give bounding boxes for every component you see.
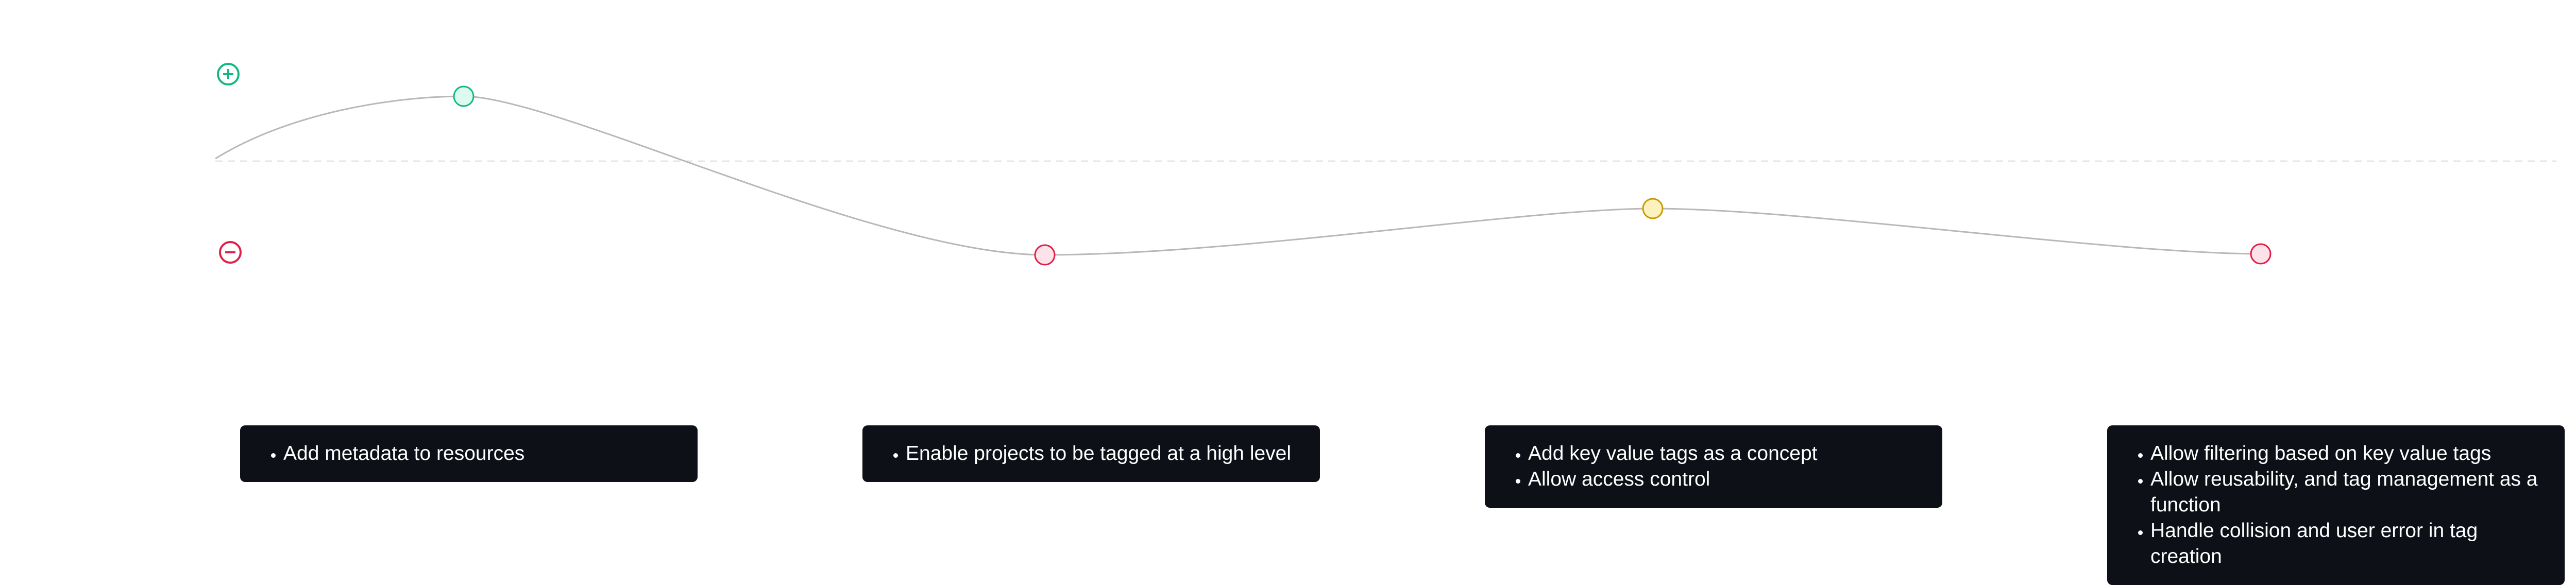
step-marker-4 <box>2250 243 2272 265</box>
step-card-4-bullet-2: Allow reusability, and tag management as… <box>2150 467 2550 518</box>
step-card-3-bullet-1: Add key value tags as a concept <box>1528 441 1928 467</box>
step-card-1: Add metadata to resources <box>240 425 698 482</box>
step-card-3: Add key value tags as a concept Allow ac… <box>1485 425 1942 508</box>
step-card-4-bullet-3: Handle collision and user error in tag c… <box>2150 518 2550 570</box>
step-marker-1 <box>453 85 474 107</box>
step-card-4-list: Allow filtering based on key value tags … <box>2131 441 2550 570</box>
step-card-3-bullet-2: Allow access control <box>1528 467 1928 492</box>
journey-curve <box>215 95 2261 256</box>
step-card-1-list: Add metadata to resources <box>264 441 683 467</box>
plus-circle-icon <box>217 63 240 85</box>
step-card-2-bullet-1: Enable projects to be tagged at a high l… <box>906 441 1306 467</box>
step-card-1-bullet-1: Add metadata to resources <box>283 441 683 467</box>
minus-circle-icon <box>219 241 242 264</box>
step-marker-2 <box>1034 244 1056 266</box>
step-card-4: Allow filtering based on key value tags … <box>2107 425 2565 585</box>
step-card-2-list: Enable projects to be tagged at a high l… <box>886 441 1306 467</box>
step-card-4-bullet-1: Allow filtering based on key value tags <box>2150 441 2550 467</box>
step-marker-3 <box>1642 198 1664 219</box>
step-card-2: Enable projects to be tagged at a high l… <box>862 425 1320 482</box>
step-card-3-list: Add key value tags as a concept Allow ac… <box>1509 441 1928 492</box>
